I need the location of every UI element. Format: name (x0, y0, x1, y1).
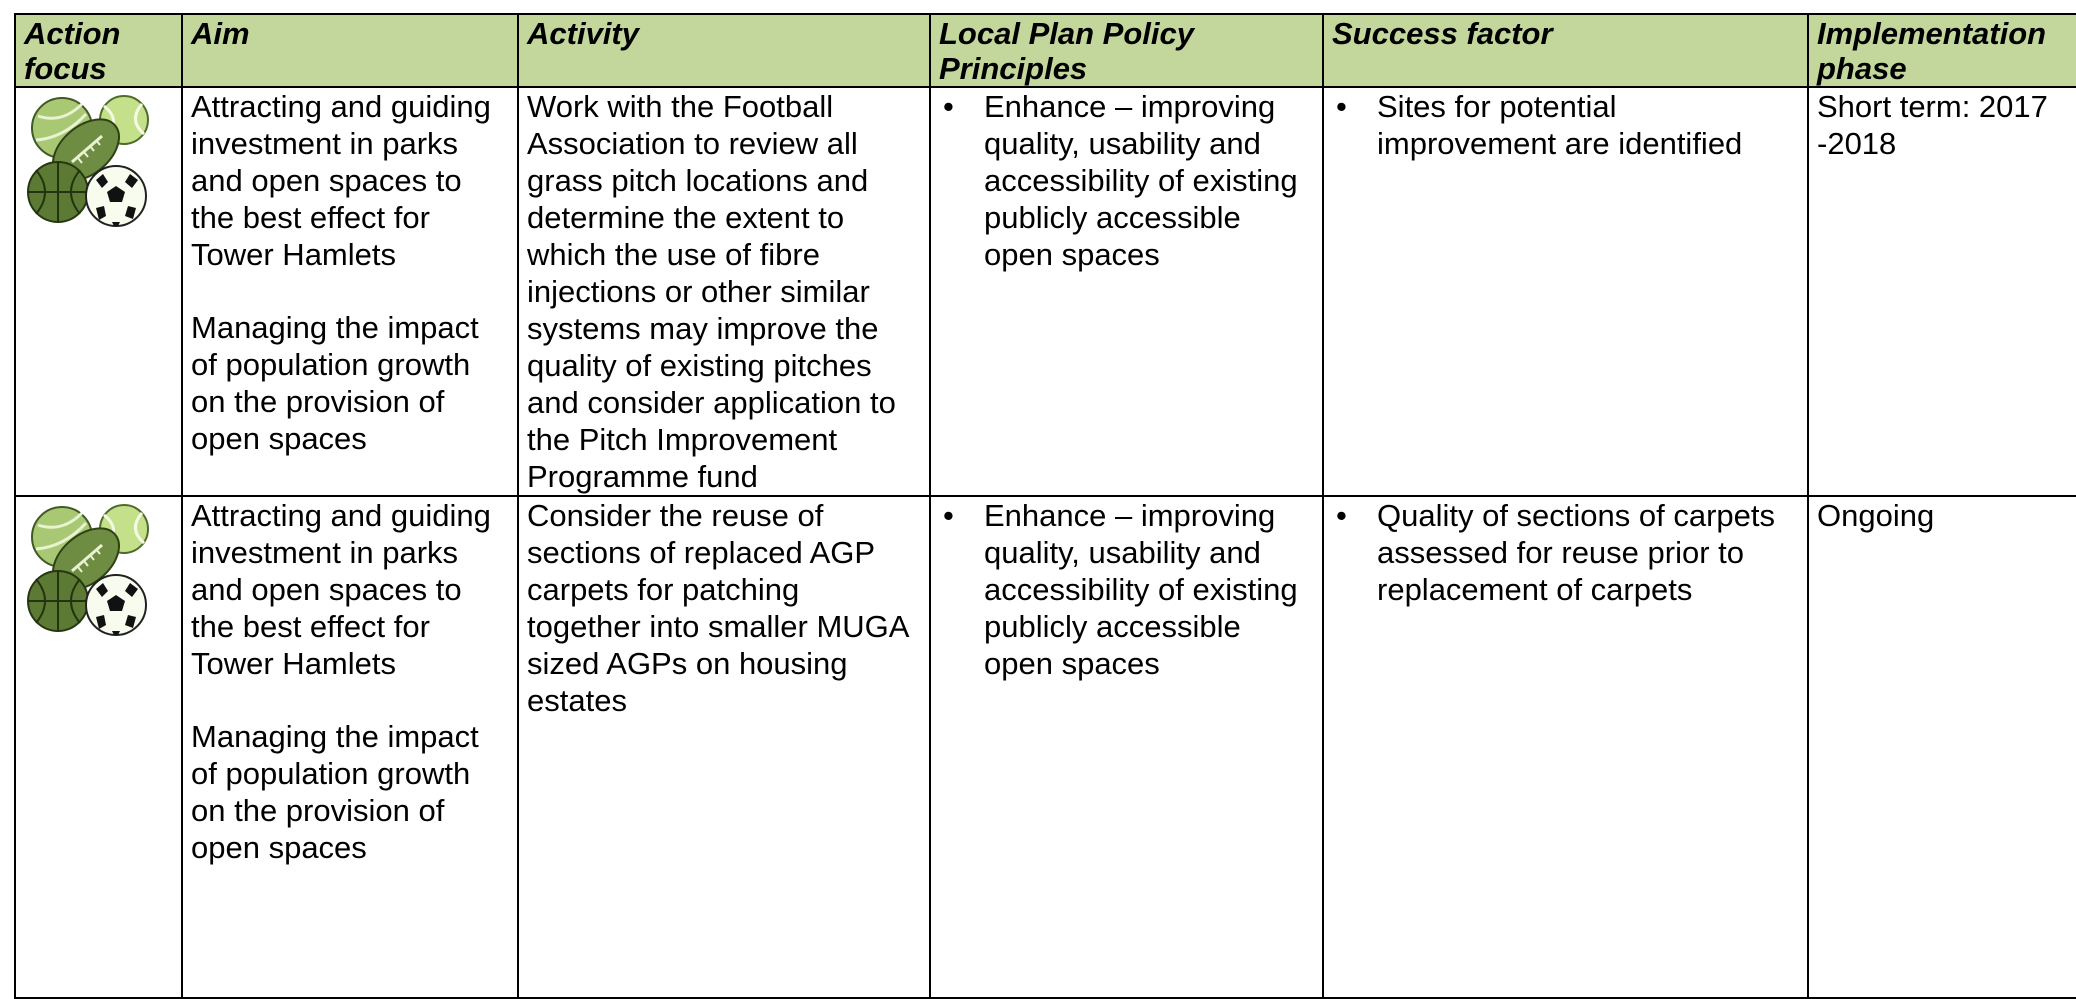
sports-balls-icon (26, 94, 150, 228)
success-bullet: Sites for potential improvement are iden… (1332, 88, 1799, 162)
table-row: Attracting and guiding investment in par… (14, 495, 2076, 999)
action-focus-cell (14, 86, 183, 497)
header-activity: Activity (517, 13, 931, 88)
policy-bullet: Enhance – improving quality, usability a… (939, 497, 1314, 682)
implementation-phase-cell: Short term: 2017 -2018 (1807, 86, 2076, 497)
aim-text: Managing the impact of population growth… (191, 719, 479, 865)
header-success-factor: Success factor (1322, 13, 1809, 88)
aim-text: Managing the impact of population growth… (191, 310, 479, 456)
action-focus-cell (14, 495, 183, 999)
header-action-focus: Action focus (14, 13, 183, 88)
success-factor-cell: Quality of sections of carpets assessed … (1322, 495, 1809, 999)
policy-cell: Enhance – improving quality, usability a… (929, 495, 1324, 999)
sports-balls-icon (26, 503, 150, 637)
aim-cell: Attracting and guiding investment in par… (181, 86, 519, 497)
header-aim: Aim (181, 13, 519, 88)
success-bullet: Quality of sections of carpets assessed … (1332, 497, 1799, 608)
activity-cell: Consider the reuse of sections of replac… (517, 495, 931, 999)
activity-cell: Work with the Football Association to re… (517, 86, 931, 497)
policy-cell: Enhance – improving quality, usability a… (929, 86, 1324, 497)
success-factor-cell: Sites for potential improvement are iden… (1322, 86, 1809, 497)
implementation-phase-cell: Ongoing (1807, 495, 2076, 999)
policy-bullet: Enhance – improving quality, usability a… (939, 88, 1314, 273)
header-implementation-phase: Implementation phase (1807, 13, 2076, 88)
aim-cell: Attracting and guiding investment in par… (181, 495, 519, 999)
header-local-plan-policy-principles: Local Plan Policy Principles (929, 13, 1324, 88)
aim-text: Attracting and guiding investment in par… (191, 89, 491, 272)
table-header-row: Action focus Aim Activity Local Plan Pol… (14, 13, 2076, 88)
action-plan-table: Action focus Aim Activity Local Plan Pol… (14, 13, 2076, 999)
aim-text: Attracting and guiding investment in par… (191, 498, 491, 681)
table-row: Attracting and guiding investment in par… (14, 86, 2076, 497)
